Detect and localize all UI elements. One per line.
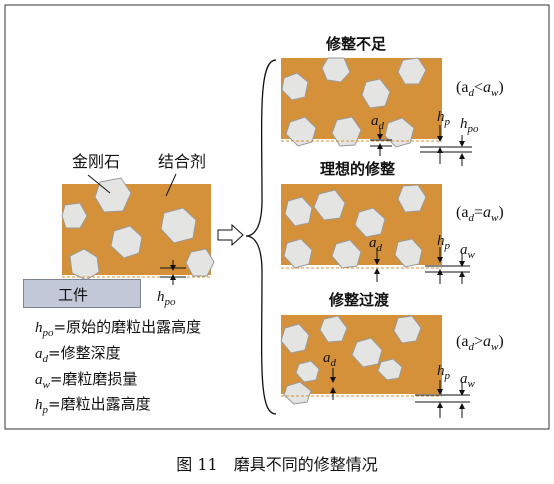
- workpiece-block: [23, 279, 141, 308]
- p2-ad-label: ad: [369, 235, 382, 254]
- outer-border: [4, 4, 550, 430]
- bond-label: 结合剂: [158, 152, 207, 171]
- legend-item-ad: ad=修整深度: [35, 344, 121, 365]
- panel3-relation: (ad>aw): [456, 333, 504, 354]
- panel3-title: 修整过渡: [329, 291, 390, 309]
- panel-overdressing: [280, 315, 470, 418]
- h-po-label: hpo: [157, 289, 176, 308]
- legend-item-hpo: hpo=原始的磨粒出露高度: [35, 318, 202, 339]
- p1-ad-label: ad: [371, 113, 384, 132]
- diamond-leader: [87, 174, 111, 194]
- p2-hp-label: hp: [437, 233, 450, 252]
- panel1-relation: (ad<aw): [456, 79, 504, 100]
- panel1-title: 修整不足: [326, 35, 387, 53]
- grain: [69, 248, 100, 281]
- legend-item-aw: aw=磨粒磨损量: [35, 370, 138, 391]
- grain: [160, 207, 197, 244]
- legend-item-hp: hp=磨粒出露高度: [35, 395, 151, 416]
- p1-hp-label: hp: [437, 109, 450, 128]
- left-grains: [61, 177, 215, 281]
- grain: [61, 202, 88, 229]
- figure-caption: 图 11 磨具不同的修整情况: [176, 455, 378, 474]
- p1-hpo-label: hpo: [460, 116, 479, 135]
- panel-ideal-dressing: [281, 184, 470, 284]
- p3-aw-label: aw: [460, 371, 475, 390]
- transition-arrow: [217, 223, 244, 247]
- p3-ad-label: ad: [323, 350, 336, 369]
- panel-underdressing: [281, 57, 472, 166]
- grain: [110, 225, 143, 259]
- diamond-label: 金刚石: [72, 152, 121, 171]
- workpiece-label: 工件: [58, 286, 89, 304]
- panel2-title: 理想的修整: [320, 160, 396, 178]
- panel2-relation: (ad=aw): [456, 204, 504, 225]
- brace: [245, 59, 277, 415]
- grain: [94, 177, 132, 213]
- p2-aw-label: aw: [460, 242, 475, 261]
- grain: [185, 248, 215, 277]
- bond-leader: [165, 173, 177, 197]
- p3-hp-label: hp: [437, 363, 450, 382]
- left-wheel: [61, 173, 215, 285]
